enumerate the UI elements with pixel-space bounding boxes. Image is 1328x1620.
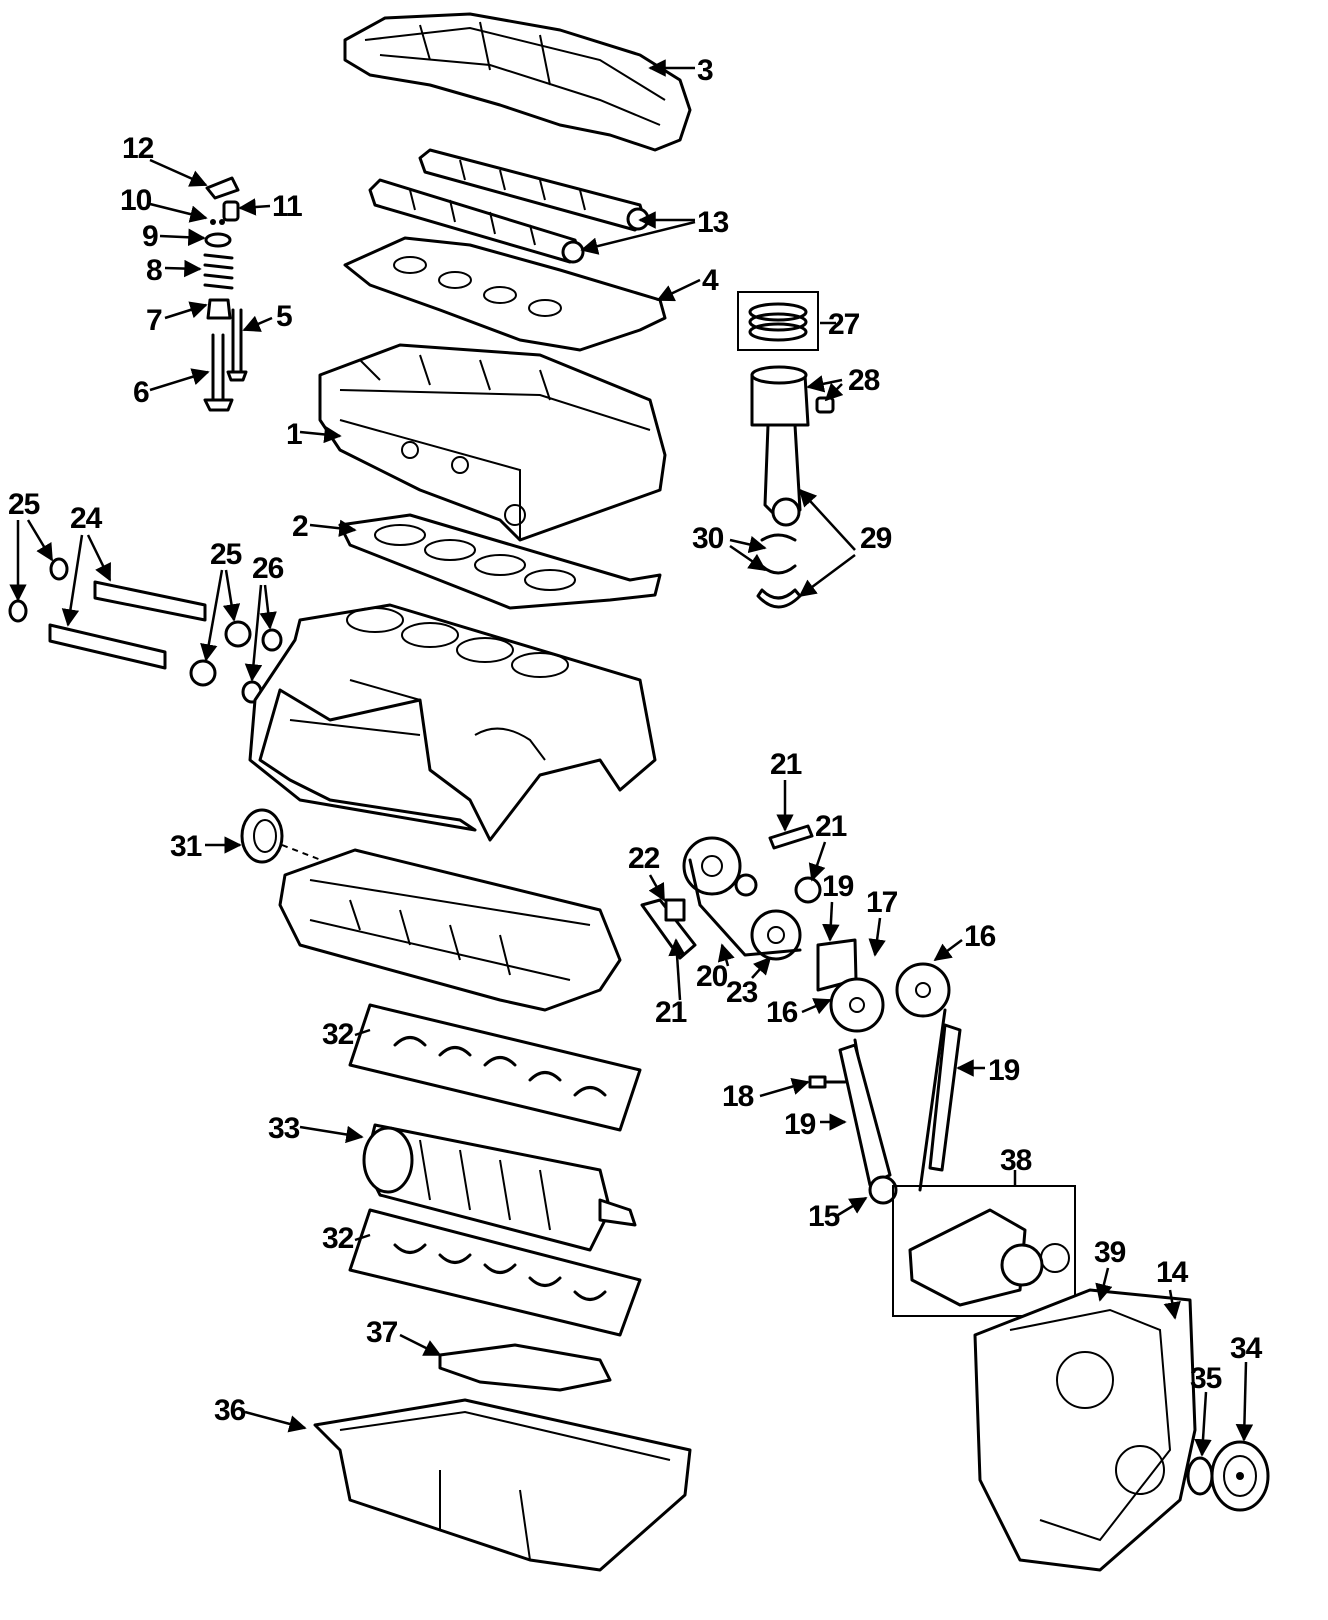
callout-17: 17: [866, 886, 898, 919]
callout-29: 29: [860, 522, 892, 555]
callout-28: 28: [848, 364, 880, 397]
valve-cover: [343, 12, 692, 152]
callout-15: 15: [808, 1200, 840, 1233]
cylinder-head: [318, 343, 667, 542]
callout-22: 22: [628, 842, 660, 875]
callout-34: 34: [1230, 1332, 1263, 1365]
callout-26: 26: [252, 552, 284, 585]
callout-32-bottom: 32: [322, 1222, 354, 1255]
callout-32-top: 32: [322, 1018, 354, 1051]
callout-5: 5: [276, 300, 292, 333]
oil-baffle: [438, 1343, 612, 1392]
oil-pan: [313, 1398, 692, 1572]
callout-19-right: 19: [988, 1054, 1020, 1087]
lower-crankcase: [278, 848, 622, 1012]
front-cover: [973, 1288, 1197, 1572]
callout-31: 31: [170, 830, 202, 863]
piston-and-rod: [750, 365, 835, 527]
camshafts: [368, 148, 650, 264]
callout-labels: 3 12 10 11 9 8 7 5 6 13 4 27 28 1 2 29 3…: [8, 54, 1264, 1427]
callout-25-right: 25: [210, 538, 242, 571]
callout-23: 23: [726, 976, 758, 1009]
callout-25-left: 25: [8, 488, 40, 521]
callout-9: 9: [142, 220, 158, 253]
lower-timing-drive: [808, 962, 962, 1205]
callout-27: 27: [828, 308, 860, 341]
callout-14: 14: [1156, 1256, 1189, 1289]
callout-1: 1: [286, 418, 302, 451]
cover-gasket: [343, 236, 667, 352]
crank-pulley: [1210, 1440, 1270, 1512]
leader-lines: [9, 59, 1254, 1457]
callout-35: 35: [1190, 1362, 1222, 1395]
callout-18: 18: [722, 1080, 754, 1113]
crankshaft: [362, 1123, 637, 1252]
callout-38: 38: [1000, 1144, 1032, 1177]
oil-pump-box: [892, 1185, 1076, 1317]
callout-16-left: 16: [766, 996, 798, 1029]
balance-shafts: [8, 557, 283, 704]
callout-6: 6: [133, 376, 149, 409]
callout-37: 37: [366, 1316, 398, 1349]
callout-7: 7: [146, 304, 162, 337]
callout-3: 3: [697, 54, 713, 87]
main-bearings-lower: [348, 1208, 642, 1337]
callout-21-bottom: 21: [655, 996, 687, 1029]
callout-21-mid: 21: [815, 810, 847, 843]
callout-12: 12: [122, 132, 154, 165]
callout-2: 2: [292, 510, 308, 543]
main-bearings-upper: [348, 1003, 642, 1132]
callout-20: 20: [696, 960, 728, 993]
callout-19-top: 19: [822, 870, 854, 903]
callout-4: 4: [702, 264, 719, 297]
upper-timing-drive: [640, 824, 822, 961]
callout-13: 13: [697, 206, 729, 239]
callout-33: 33: [268, 1112, 300, 1145]
callout-11: 11: [272, 190, 302, 223]
callout-19-mid: 19: [784, 1108, 816, 1141]
piston-rings: [737, 291, 819, 351]
callout-24: 24: [70, 502, 103, 535]
callout-21-top: 21: [770, 748, 802, 781]
callout-30: 30: [692, 522, 724, 555]
callout-10: 10: [120, 184, 152, 217]
callout-36: 36: [214, 1394, 246, 1427]
callout-8: 8: [146, 254, 162, 287]
callout-16-right: 16: [964, 920, 996, 953]
valve-train: [203, 176, 248, 412]
head-gasket: [338, 513, 662, 610]
engine-block: [248, 603, 657, 842]
callout-39: 39: [1094, 1236, 1126, 1269]
front-seal: [1186, 1456, 1214, 1496]
